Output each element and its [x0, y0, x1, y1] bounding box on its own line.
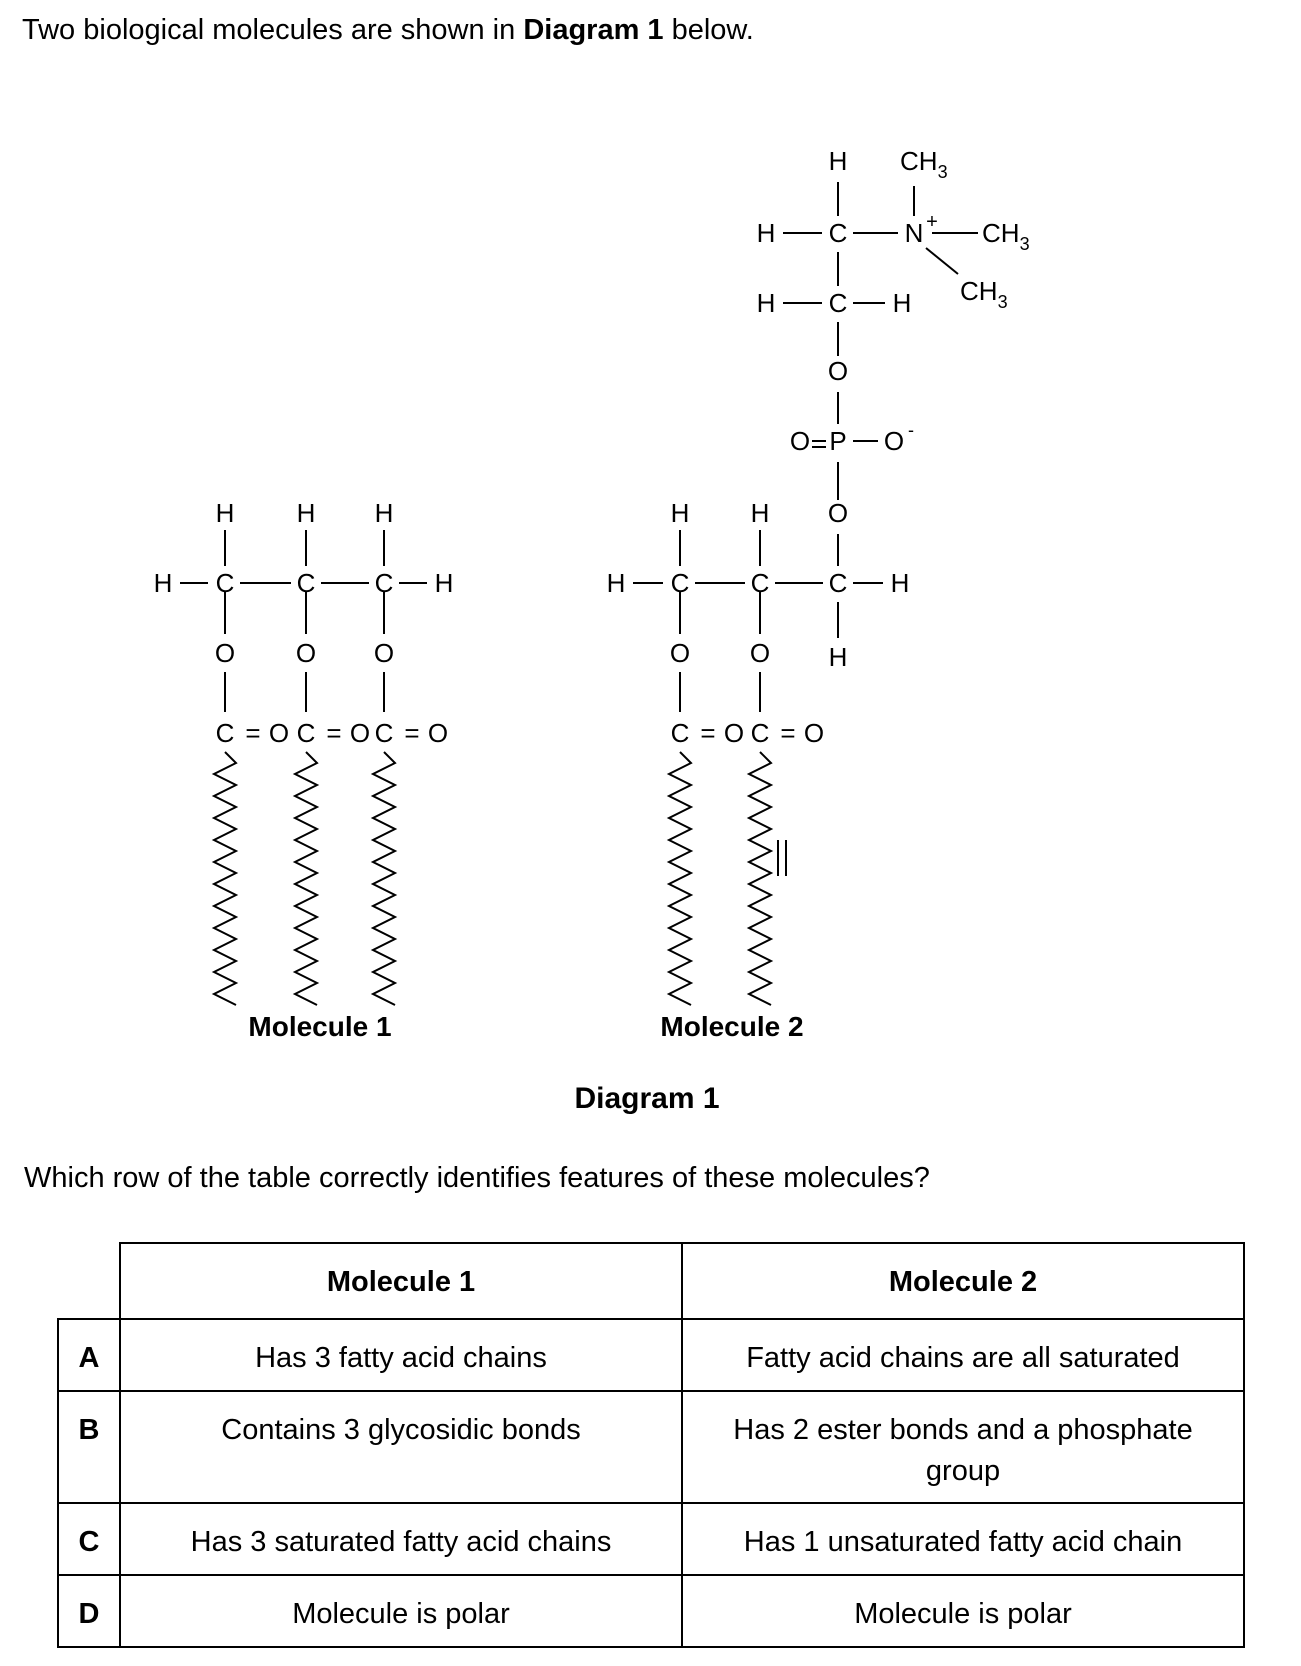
- header-molecule-2: Molecule 2: [681, 1242, 1245, 1320]
- mol2-positive-charge: +: [926, 211, 938, 233]
- mol1-top-hydrogen: H: [297, 498, 316, 528]
- mol2-phosphate-oxygen-upper: O: [828, 356, 848, 386]
- fatty-acid-chains: [211, 751, 774, 1006]
- mol2-right-hydrogen: H: [891, 568, 910, 598]
- header-molecule-1: Molecule 1: [119, 1242, 683, 1320]
- table-row[interactable]: C Has 3 saturated fatty acid chains Has …: [57, 1502, 1245, 1576]
- answer-table: Molecule 1 Molecule 2 A Has 3 fatty acid…: [57, 1242, 1245, 1648]
- mol2-methyl-lower: CH3: [960, 276, 1008, 312]
- mol1-fatty-acid-3-carbonyl-oxygen: O: [428, 718, 448, 748]
- mol2-fatty-acid-2-ester-oxygen: O: [750, 638, 770, 668]
- mol2-methyl-top: CH3: [900, 146, 948, 182]
- row-letter: B: [57, 1390, 121, 1504]
- table-header-row: Molecule 1 Molecule 2: [58, 1242, 1245, 1320]
- mol2-choline-carbon-upper: C: [829, 218, 848, 248]
- mol2-phosphate-oxygen-charged: O: [884, 426, 904, 456]
- mol2-choline-hydrogen-right: H: [893, 288, 912, 318]
- table-row[interactable]: B Contains 3 glycosidic bonds Has 2 este…: [57, 1390, 1245, 1504]
- mol2-choline-carbon-lower: C: [829, 288, 848, 318]
- mol1-glycerol-carbon: C: [216, 568, 235, 598]
- row-letter: C: [57, 1502, 121, 1576]
- mol2-fatty-acid-2-chain: [746, 751, 774, 1006]
- mol1-top-hydrogen: H: [216, 498, 235, 528]
- mol2-phosphorus: P: [829, 426, 846, 456]
- question-text: Which row of the table correctly identif…: [24, 1162, 930, 1194]
- mol2-fatty-acid-2-carbonyl-carbon: C: [751, 718, 770, 748]
- molecule-2-label: Molecule 2: [660, 1011, 803, 1042]
- row-molecule-1-cell: Has 3 saturated fatty acid chains: [119, 1502, 683, 1576]
- row-molecule-1-cell: Has 3 fatty acid chains: [119, 1318, 683, 1392]
- intro-after: below.: [663, 14, 754, 46]
- mol2-negative-charge: -: [908, 420, 914, 440]
- intro-text: Two biological molecules are shown in Di…: [22, 14, 754, 47]
- mol2-phosphate-oxygen-double: O: [790, 426, 810, 456]
- mol1-fatty-acid-3-ester-oxygen: O: [374, 638, 394, 668]
- row-molecule-1-cell: Contains 3 glycosidic bonds: [119, 1390, 683, 1504]
- mol2-fatty-acid-1-double-bond: =: [700, 718, 715, 748]
- mol2-fatty-acid-1-chain: [666, 751, 694, 1006]
- mol2-fatty-acid-1-carbonyl-oxygen: O: [724, 718, 744, 748]
- mol1-fatty-acid-1-carbonyl-oxygen: O: [269, 718, 289, 748]
- row-molecule-1-cell: Molecule is polar: [119, 1574, 683, 1648]
- mol1-fatty-acid-2-carbonyl-oxygen: O: [350, 718, 370, 748]
- table-row[interactable]: D Molecule is polar Molecule is polar: [57, 1574, 1245, 1648]
- mol1-fatty-acid-1-carbonyl-carbon: C: [216, 718, 235, 748]
- mol2-glycerol-carbon: C: [829, 568, 848, 598]
- bond-lines: [180, 182, 978, 876]
- mol1-fatty-acid-2-chain: [292, 751, 320, 1006]
- mol1-top-hydrogen: H: [375, 498, 394, 528]
- mol1-glycerol-carbon: C: [297, 568, 316, 598]
- mol2-fatty-acid-1-ester-oxygen: O: [670, 638, 690, 668]
- intro-bold: Diagram 1: [523, 14, 664, 46]
- mol1-fatty-acid-3-carbonyl-carbon: C: [375, 718, 394, 748]
- mol1-fatty-acid-3-double-bond: =: [404, 718, 419, 748]
- mol2-fatty-acid-2-carbonyl-oxygen: O: [804, 718, 824, 748]
- mol1-fatty-acid-2-double-bond: =: [326, 718, 341, 748]
- mol1-fatty-acid-1-chain: [211, 751, 239, 1006]
- mol2-glycerol-carbon: C: [751, 568, 770, 598]
- mol2-phosphate-oxygen-lower: O: [828, 498, 848, 528]
- mol1-fatty-acid-3-chain: [370, 751, 398, 1006]
- row-molecule-2-cell: Has 1 unsaturated fatty acid chain: [681, 1502, 1245, 1576]
- mol1-right-hydrogen: H: [435, 568, 454, 598]
- mol2-n-ch3-bond: [925, 247, 959, 275]
- mol2-choline-hydrogen-top: H: [829, 146, 848, 176]
- mol1-fatty-acid-2-carbonyl-carbon: C: [297, 718, 316, 748]
- mol2-left-hydrogen: H: [607, 568, 626, 598]
- intro-before: Two biological molecules are shown in: [22, 14, 524, 46]
- mol1-glycerol-carbon: C: [375, 568, 394, 598]
- mol2-top-hydrogen: H: [751, 498, 770, 528]
- mol2-bottom-hydrogen: H: [829, 642, 848, 672]
- header-blank-cell: [58, 1243, 121, 1319]
- mol1-left-hydrogen: H: [154, 568, 173, 598]
- mol1-fatty-acid-1-ester-oxygen: O: [215, 638, 235, 668]
- mol2-top-hydrogen: H: [671, 498, 690, 528]
- mol2-choline-hydrogen-left: H: [757, 288, 776, 318]
- mol2-fatty-acid-1-carbonyl-carbon: C: [671, 718, 690, 748]
- row-letter: A: [57, 1318, 121, 1392]
- table-row[interactable]: A Has 3 fatty acid chains Fatty acid cha…: [57, 1318, 1245, 1392]
- mol2-choline-hydrogen-left-upper: H: [757, 218, 776, 248]
- molecule-1-label: Molecule 1: [248, 1011, 391, 1042]
- row-molecule-2-cell: Fatty acid chains are all saturated: [681, 1318, 1245, 1392]
- mol2-fatty-acid-2-double-bond: =: [780, 718, 795, 748]
- mol1-fatty-acid-1-double-bond: =: [245, 718, 260, 748]
- row-molecule-2-cell: Has 2 ester bonds and a phosphate group: [681, 1390, 1245, 1504]
- mol2-nitrogen: N: [905, 218, 924, 248]
- diagram-title: Diagram 1: [574, 1082, 719, 1115]
- row-letter: D: [57, 1574, 121, 1648]
- mol2-glycerol-carbon: C: [671, 568, 690, 598]
- row-molecule-2-cell: Molecule is polar: [681, 1574, 1245, 1648]
- mol2-methyl-right: CH3: [982, 218, 1030, 254]
- mol1-fatty-acid-2-ester-oxygen: O: [296, 638, 316, 668]
